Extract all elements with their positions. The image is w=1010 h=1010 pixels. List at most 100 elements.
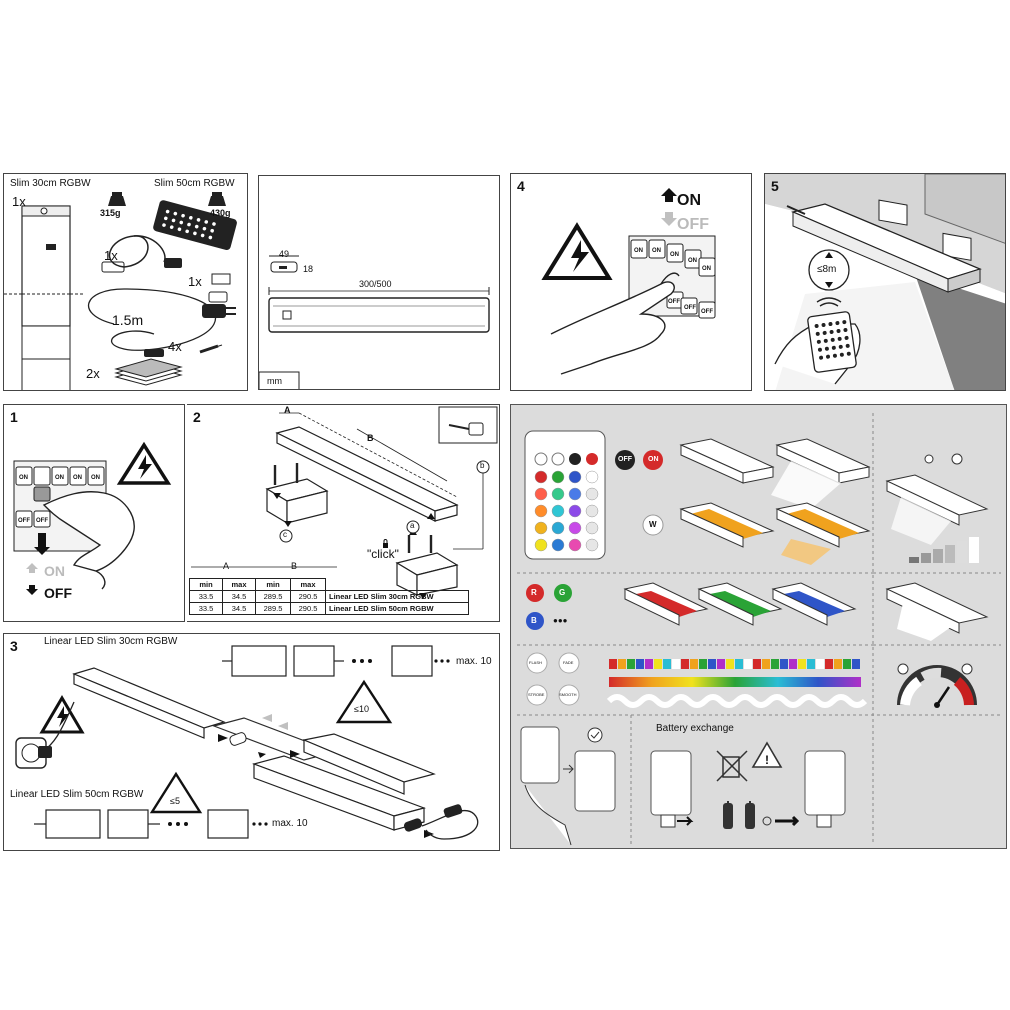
weight-30: 315g: [100, 208, 121, 218]
title-slim-50: Linear LED Slim 50cm RGBW: [10, 789, 144, 800]
strobe-mode-icon: [526, 684, 548, 706]
callout-circle-icon: [279, 460, 490, 543]
table-row: 33.5 34.5 289.5 290.5 Linear LED Slim 30…: [189, 590, 469, 603]
flash-strip-segment: [798, 659, 806, 669]
remote-color-button: [585, 470, 599, 484]
mode-fade-label: FADE: [563, 660, 574, 665]
col-header: max: [290, 578, 326, 591]
connection-cable-icon: [101, 235, 182, 273]
led-bar-white-icon: [885, 582, 989, 641]
range-label: ≤8m: [817, 264, 837, 275]
off-button-icon: [615, 450, 635, 470]
power-cable-icon: [87, 288, 236, 357]
on-label: ON: [648, 456, 659, 463]
series-connection-bottom: [34, 809, 249, 839]
dim-width: 49: [279, 249, 290, 259]
remote-color-button: [585, 504, 599, 518]
qty-clip: 1x: [188, 274, 202, 289]
warning-triangle-icon: !: [751, 741, 783, 768]
remote-color-button: [568, 521, 582, 535]
remote-color-button: [585, 538, 599, 552]
switch-label-off: OFF: [684, 305, 696, 311]
step-5-panel: 5 ≤8m: [764, 173, 1006, 391]
remote-color-button: [568, 504, 582, 518]
remote-color-button: [568, 538, 582, 552]
flash-strip-segment: [834, 659, 842, 669]
arrow-down-icon: [34, 533, 50, 555]
mode-flash-label: FLASH: [529, 660, 542, 665]
linked-led-bars-icon: [72, 667, 436, 831]
remote-control-icon: [524, 430, 606, 560]
flash-strip-segment: [753, 659, 761, 669]
cable-length: 1.5m: [112, 312, 144, 328]
smooth-mode-icon: [558, 684, 580, 706]
battery-icon: [723, 801, 755, 829]
led-bar-icon: [4, 205, 84, 390]
step-5-drawing: [765, 174, 1005, 390]
switch-label-on: ON: [19, 475, 28, 481]
table-row-label: Linear LED Slim 30cm RGBW: [325, 590, 469, 603]
flash-strip-segment: [789, 659, 797, 669]
wall-socket-icon: [15, 701, 75, 769]
switch-label-on: ON: [73, 475, 82, 481]
table-cell: 289.5: [255, 590, 291, 603]
contents-panel: Slim 30cm RGBW Slim 50cm RGBW 1x 315g 43…: [3, 173, 248, 391]
qty-screws: 4x: [168, 339, 182, 354]
mounted-led-bar-icon: [786, 203, 982, 293]
red-label: R: [531, 588, 537, 597]
table-cell: 33.5: [189, 602, 223, 615]
limit-5: ≤5: [170, 796, 180, 806]
svg-text:!: !: [765, 753, 769, 767]
arrow-up-icon: [661, 188, 677, 202]
remote-pairing-icon: [520, 726, 616, 846]
flash-strip-segment: [816, 659, 824, 669]
remote-color-button: [534, 521, 548, 535]
flash-strip-segment: [672, 659, 680, 669]
remote-color-button: [551, 504, 565, 518]
remote-color-button: [534, 538, 548, 552]
switch-label-on: ON: [670, 252, 679, 258]
lock-icon: [383, 539, 388, 548]
step-2-panel: 2 A B a b c "click" A B min max min max …: [187, 404, 500, 622]
table-cell: 33.5: [189, 590, 223, 603]
gauge-icon: [897, 665, 977, 708]
qty-pads: 2x: [86, 366, 100, 381]
remote-color-button: [568, 487, 582, 501]
remote-color-button: [551, 487, 565, 501]
hand-icon: [42, 491, 135, 590]
switch-label-off: OFF: [36, 518, 48, 524]
step-number: 1: [10, 409, 18, 425]
flash-strip-segment: [762, 659, 770, 669]
green-button-icon: [554, 584, 572, 602]
red-button-icon: [526, 584, 544, 602]
remote-color-button: [585, 521, 599, 535]
green-label: G: [559, 588, 566, 597]
callout-c: c: [283, 530, 287, 539]
flash-strip-segment: [645, 659, 653, 669]
fade-mode-icon: [558, 652, 580, 674]
flash-strip-segment: [825, 659, 833, 669]
high-voltage-warning-icon: [541, 222, 613, 280]
state-off-label: OFF: [44, 585, 72, 601]
step-number: 2: [193, 409, 201, 425]
led-bar-red-icon: [623, 582, 709, 626]
switch-label-off: OFF: [18, 518, 30, 524]
led-bar-amber-icon: [679, 502, 775, 548]
more-colors-label: ●●●: [553, 616, 568, 625]
flash-strip-segment: [771, 659, 779, 669]
remote-color-button: [568, 470, 582, 484]
flash-strip-segment: [726, 659, 734, 669]
dimensions-table: min max min max 33.5 34.5 289.5 290.5 Li…: [189, 578, 469, 615]
step-4-panel: ON ON ON ON ON OFF OFF OFF 4 ON OFF: [510, 173, 752, 391]
high-voltage-warning-icon: [116, 441, 172, 485]
switch-label-on: ON: [702, 266, 711, 272]
off-label: OFF: [618, 456, 632, 463]
remote-color-button: [534, 504, 548, 518]
led-bar-side-icon: [268, 297, 490, 333]
flash-strip-segment: [690, 659, 698, 669]
white-label: W: [649, 520, 657, 529]
col-header: min: [189, 578, 223, 591]
table-group-b: B: [291, 561, 298, 571]
brightness-scale-icon: [909, 537, 979, 563]
flash-strip-segment: [744, 659, 752, 669]
